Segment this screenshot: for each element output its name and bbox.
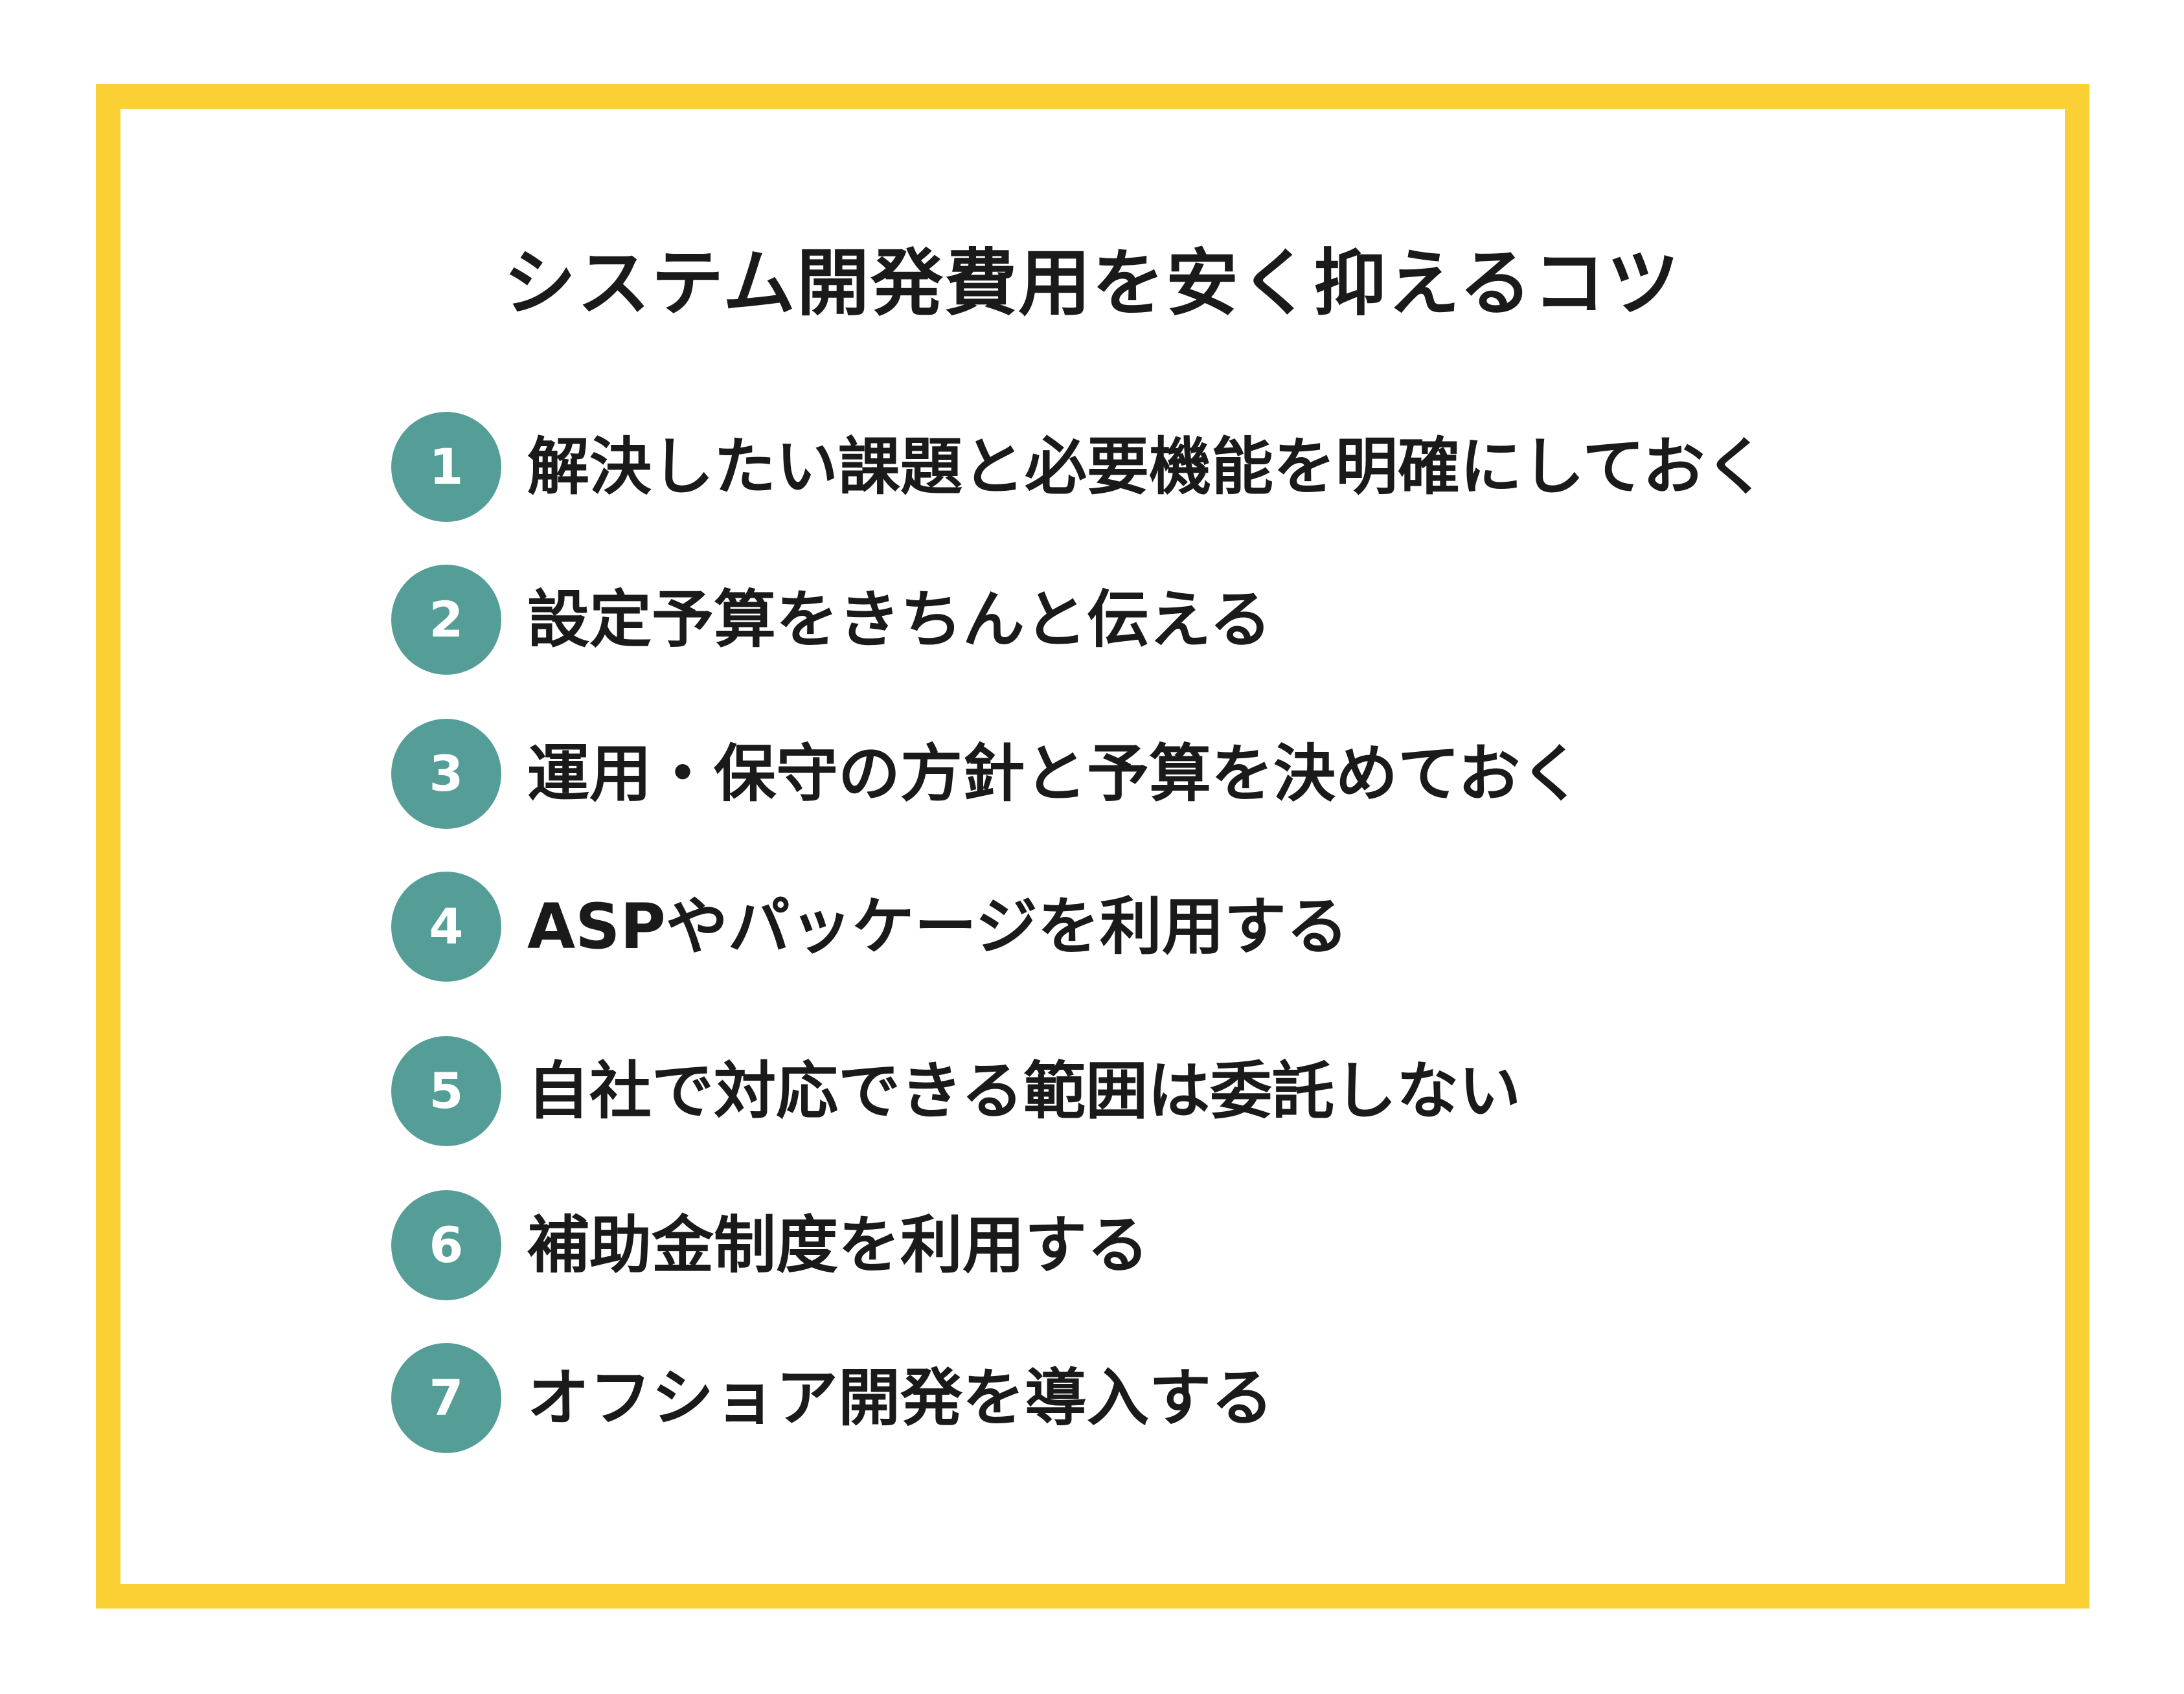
tip-item-5: 5 自社で対応できる範囲は委託しない bbox=[391, 1036, 1946, 1146]
tip-text: 運用・保守の方針と予算を決めておく bbox=[527, 738, 1583, 810]
tip-text: 自社で対応できる範囲は委託しない bbox=[527, 1055, 1521, 1127]
number-badge: 3 bbox=[391, 719, 501, 829]
tip-item-3: 3 運用・保守の方針と予算を決めておく bbox=[391, 719, 1946, 829]
number-badge: 1 bbox=[391, 412, 501, 522]
tip-text: 補助金制度を利用する bbox=[527, 1209, 1149, 1282]
tip-item-7: 7 オフショア開発を導入する bbox=[391, 1343, 1946, 1453]
number-badge: 2 bbox=[391, 565, 501, 675]
tip-text: オフショア開発を導入する bbox=[527, 1362, 1273, 1434]
number-badge: 7 bbox=[391, 1343, 501, 1453]
tip-item-1: 1 解決したい課題と必要機能を明確にしておく bbox=[391, 412, 1946, 522]
number-badge: 6 bbox=[391, 1190, 501, 1300]
number-badge: 4 bbox=[391, 872, 501, 982]
tip-text: 設定予算をきちんと伝える bbox=[527, 583, 1272, 656]
tip-item-6: 6 補助金制度を利用する bbox=[391, 1190, 1946, 1300]
tip-text: 解決したい課題と必要機能を明確にしておく bbox=[527, 431, 1768, 503]
tips-list: 1 解決したい課題と必要機能を明確にしておく 2 設定予算をきちんと伝える 3 … bbox=[391, 0, 1946, 1694]
tip-item-2: 2 設定予算をきちんと伝える bbox=[391, 565, 1946, 675]
tip-text: ASPやパッケージを利用する bbox=[527, 890, 1348, 963]
number-badge: 5 bbox=[391, 1036, 501, 1146]
page-title: システム開発費用を安く抑えるコツ bbox=[503, 242, 1681, 326]
tip-item-4: 4 ASPやパッケージを利用する bbox=[391, 872, 1946, 982]
